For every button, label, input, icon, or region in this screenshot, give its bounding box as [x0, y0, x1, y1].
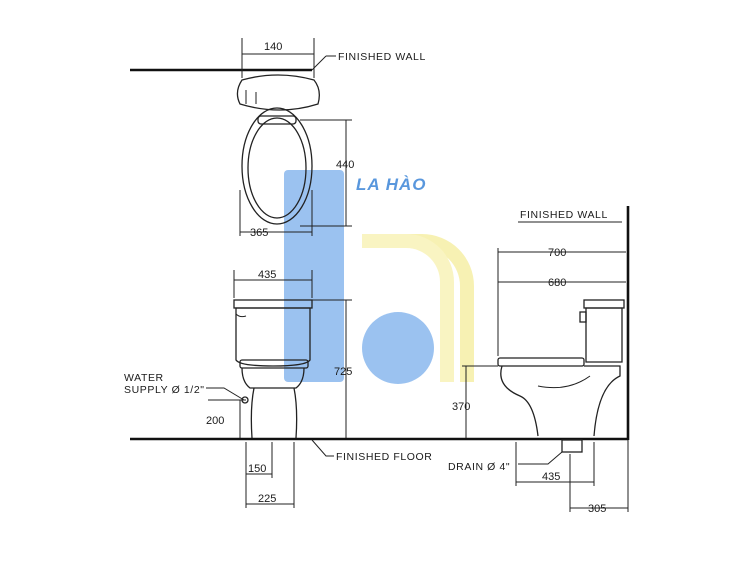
- dim-overall-depth: 700: [548, 247, 566, 259]
- dim-bowl-length: 440: [336, 159, 354, 171]
- seat-side: [497, 357, 585, 367]
- bowl-back-side: [584, 365, 621, 437]
- bowl-front-side: [500, 365, 539, 437]
- dim-seat-height: 370: [452, 401, 470, 413]
- watermark-yellow-arch-2: [362, 234, 454, 382]
- label-finished-floor: FINISHED FLOOR: [336, 451, 433, 463]
- plan-view: FINISHED WALL 140 440 365: [130, 38, 426, 239]
- pedestal-front: [250, 387, 298, 439]
- seat-hinge: [257, 115, 297, 125]
- dim-base-width: 225: [258, 493, 276, 505]
- bowl-plan-inner: [247, 117, 307, 219]
- dim-tank-depth: 140: [264, 41, 282, 53]
- tank-lid-side: [583, 299, 625, 309]
- tank-plan-outline: [236, 74, 320, 111]
- dim-bowl-width: 365: [250, 227, 268, 239]
- brand-text: LA HÀO: [356, 175, 427, 194]
- dim-drain-offset: 305: [588, 503, 606, 515]
- drain-pipe: [561, 439, 583, 453]
- label-water-supply-1: WATER: [124, 372, 164, 384]
- label-drain: DRAIN Ø 4": [448, 461, 510, 473]
- watermark-yellow-arch-1: [362, 234, 474, 382]
- dim-total-height: 725: [334, 366, 352, 378]
- brand-watermark: LA HÀO: [284, 170, 474, 384]
- dim-drain-base: 435: [542, 471, 560, 483]
- front-view: 435 725 WATER SUPPLY Ø 1/2" 200 150 225: [124, 269, 352, 508]
- dim-seat-depth: 680: [548, 277, 566, 289]
- side-view: FINISHED WALL 700 680 370 DRAIN Ø 4" 435: [448, 206, 630, 515]
- label-finished-wall-side: FINISHED WALL: [520, 209, 608, 221]
- watermark-blue-circle: [362, 312, 434, 384]
- bowl-front-top: [241, 367, 305, 389]
- bowl-plan-outer: [241, 107, 313, 225]
- tank-body-side: [585, 307, 623, 363]
- label-water-supply-2: SUPPLY Ø 1/2": [124, 384, 205, 396]
- watermark-blue-bar: [284, 170, 344, 382]
- dim-tank-width: 435: [258, 269, 276, 281]
- dim-supply-offset: 150: [248, 463, 266, 475]
- dim-supply-height: 200: [206, 415, 224, 427]
- seat-front: [239, 359, 309, 369]
- label-finished-wall-top: FINISHED WALL: [338, 51, 426, 63]
